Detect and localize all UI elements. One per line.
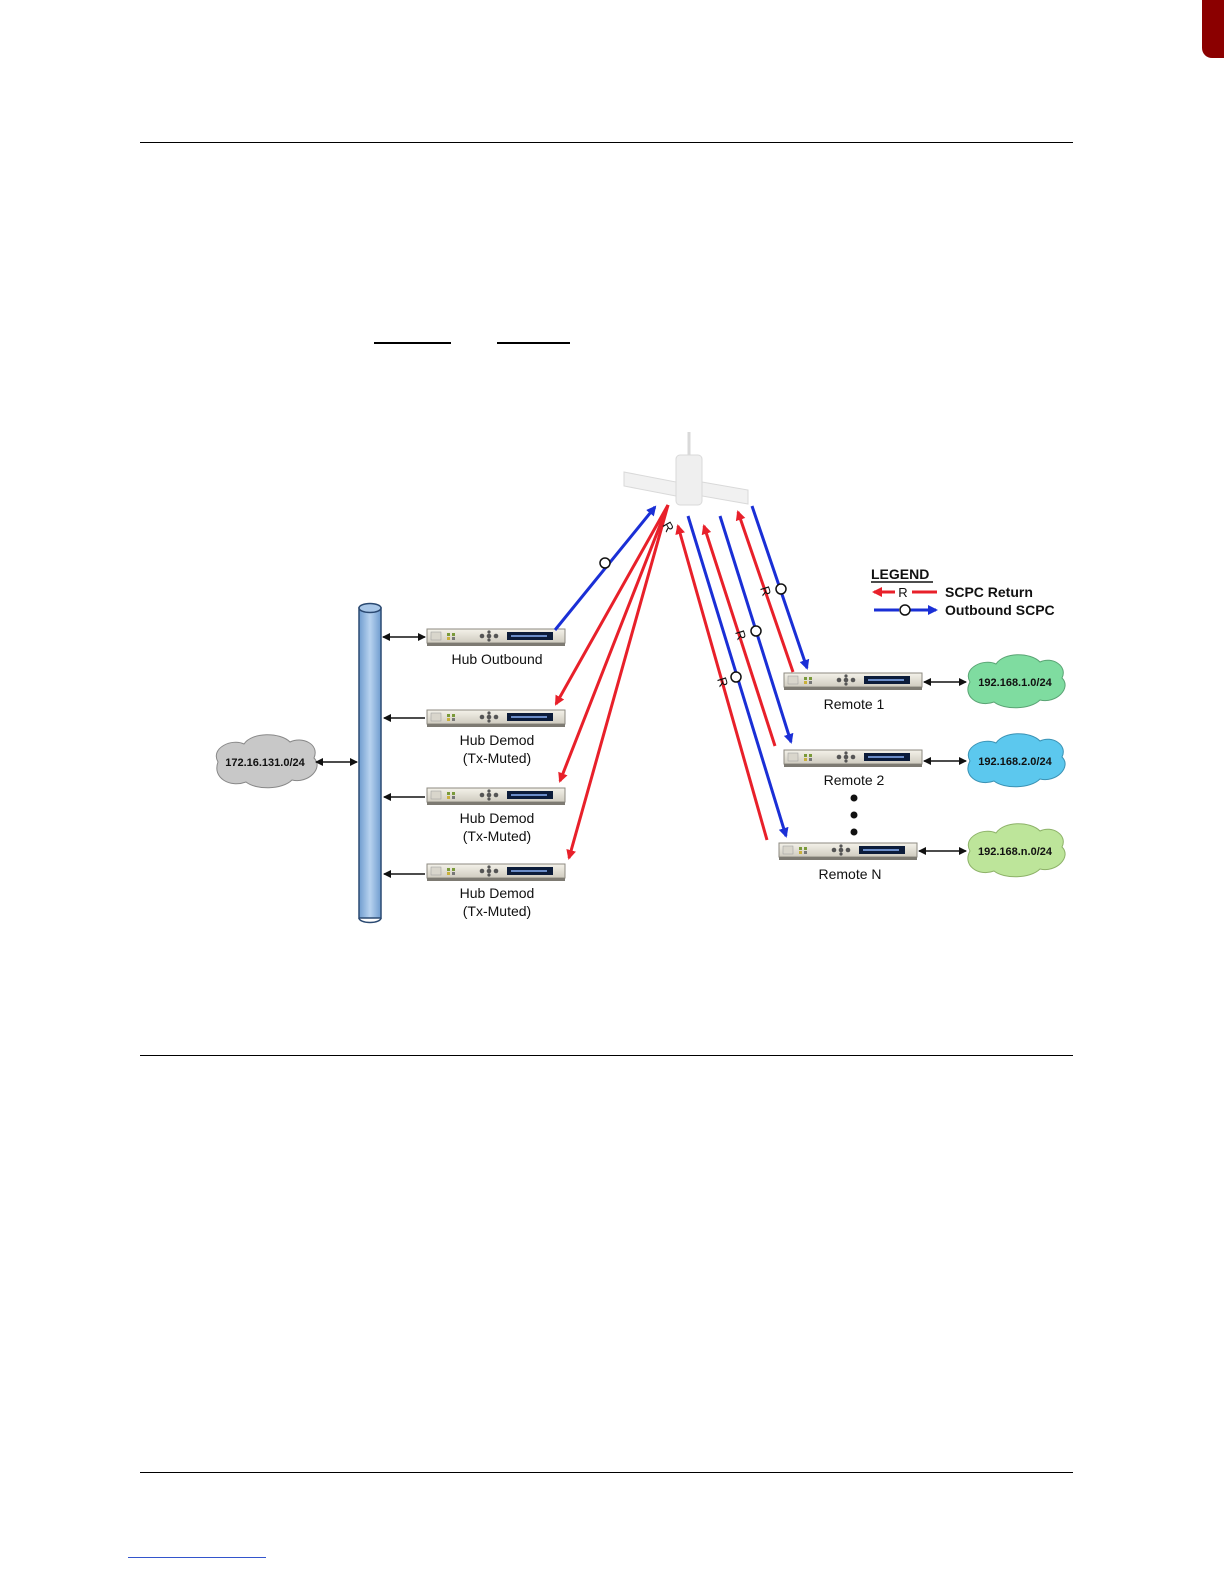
hub-network-label: 172.16.131.0/24 — [225, 757, 305, 769]
legend: LEGEND R SCPC Return Outbound SCPC — [871, 566, 1055, 618]
hub-demod-device: Hub Demod (Tx-Muted) — [427, 788, 565, 844]
hub-device-label: Hub Outbound — [451, 651, 542, 667]
legend-outbound-marker — [900, 605, 910, 615]
remote-1-cloud: 192.168.1.0/24 — [968, 655, 1065, 708]
remote-2-device: Remote 2 — [784, 750, 922, 788]
remote-n-cloud: 192.168.n.0/24 — [968, 824, 1065, 877]
hub-device-sublabel: (Tx-Muted) — [463, 828, 531, 844]
legend-return-label: SCPC Return — [945, 584, 1033, 600]
hub-device-sublabel: (Tx-Muted) — [463, 903, 531, 919]
hub-outbound-device: Hub Outbound — [427, 629, 565, 667]
return-marker: R — [714, 675, 731, 689]
remote-label: Remote 1 — [824, 696, 885, 712]
return-link — [556, 505, 668, 704]
hub-network-cloud: 172.16.131.0/24 — [216, 735, 317, 788]
hub-demod-device: Hub Demod (Tx-Muted) — [427, 710, 565, 766]
return-marker: R — [732, 628, 749, 642]
hub-device-label: Hub Demod — [460, 885, 535, 901]
hub-device-label: Hub Demod — [460, 810, 535, 826]
remote-n-device: Remote N — [779, 843, 917, 882]
outbound-marker — [600, 558, 610, 568]
satellite-icon — [624, 432, 748, 505]
remote-label: Remote 2 — [824, 772, 885, 788]
return-link — [569, 505, 668, 858]
ellipsis-dots — [851, 795, 858, 836]
legend-return-marker: R — [898, 585, 907, 600]
outbound-marker — [731, 672, 741, 682]
legend-outbound-label: Outbound SCPC — [945, 602, 1055, 618]
remote-network-label: 192.168.2.0/24 — [978, 756, 1052, 768]
outbound-marker — [751, 626, 761, 636]
remote-network-label: 192.168.1.0/24 — [978, 677, 1052, 689]
remote-label: Remote N — [818, 866, 881, 882]
lan-bus — [359, 604, 381, 923]
return-link — [560, 505, 668, 781]
legend-title: LEGEND — [871, 566, 929, 582]
hub-device-label: Hub Demod — [460, 732, 535, 748]
remote-1-device: Remote 1 — [784, 673, 922, 712]
outbound-marker — [776, 584, 786, 594]
return-marker: R — [757, 584, 774, 598]
remote-2-cloud: 192.168.2.0/24 — [968, 734, 1065, 787]
hub-device-sublabel: (Tx-Muted) — [463, 750, 531, 766]
remote-network-label: 192.168.n.0/24 — [978, 846, 1053, 858]
hub-demod-device: Hub Demod (Tx-Muted) — [427, 864, 565, 919]
